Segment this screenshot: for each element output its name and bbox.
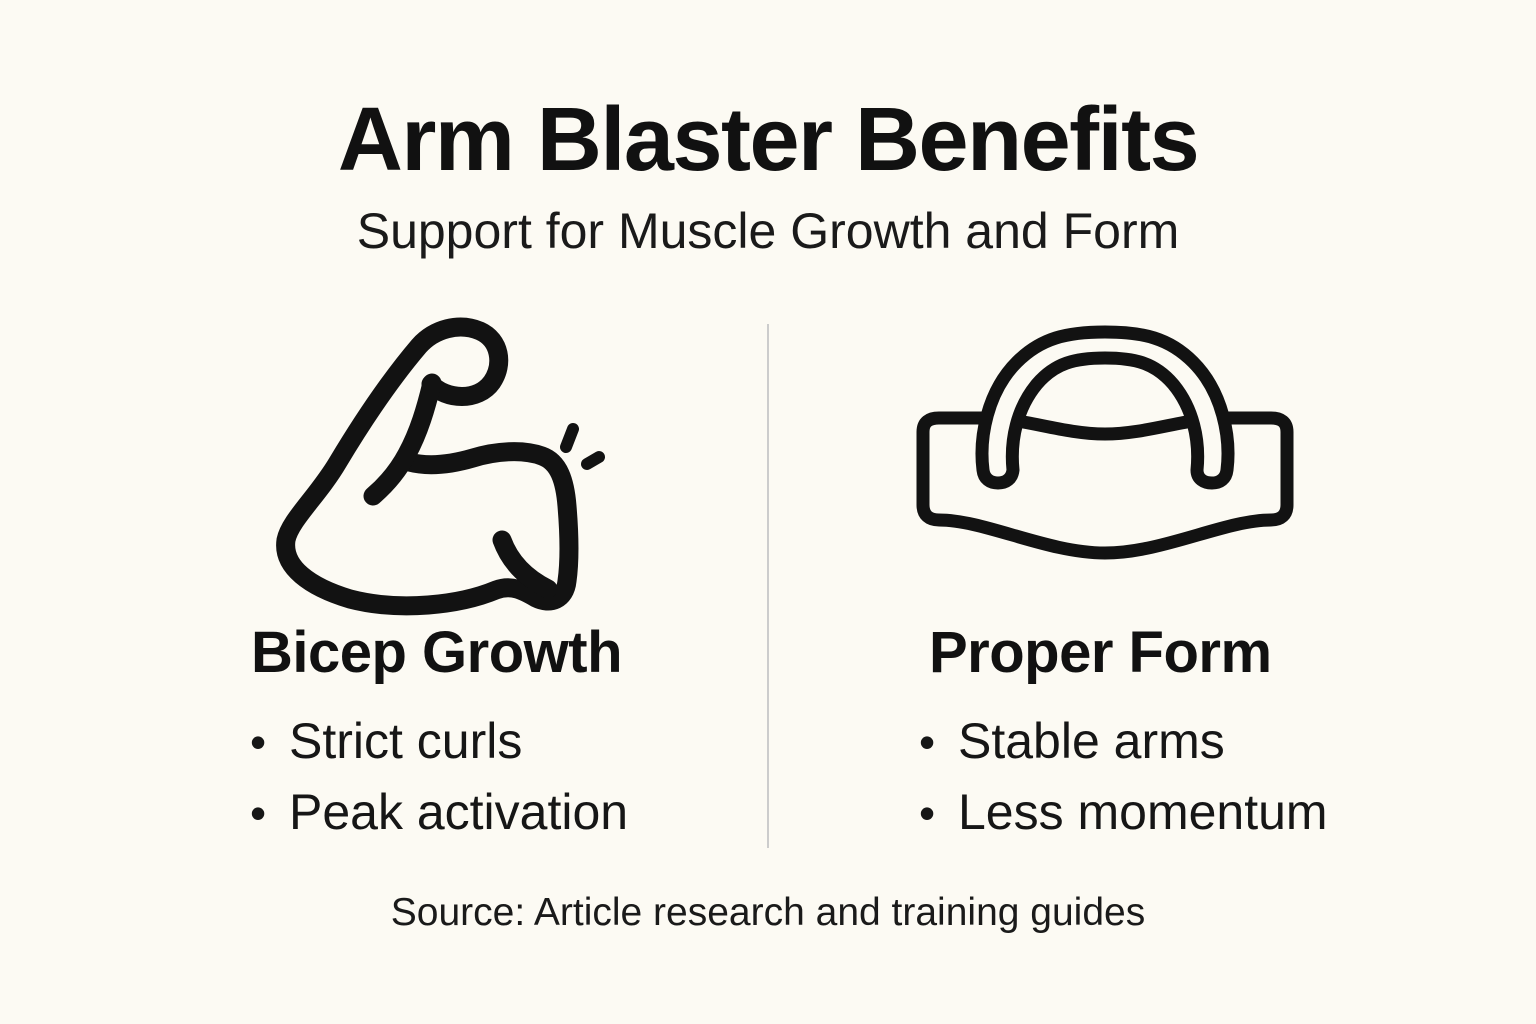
bullet-text: Less momentum <box>958 784 1328 840</box>
bullet-text: Peak activation <box>289 784 629 840</box>
bullet-text: Strict curls <box>289 713 523 769</box>
flexed-bicep-icon <box>250 310 650 635</box>
bullet-dot: • <box>919 716 936 768</box>
list-item: • Peak activation <box>250 777 628 848</box>
bullet-dot: • <box>919 787 936 839</box>
page-subtitle: Support for Muscle Growth and Form <box>356 203 1180 259</box>
page-title: Arm Blaster Benefits <box>337 90 1200 190</box>
arm-blaster-icon <box>895 320 1315 605</box>
left-bullet-list: • Strict curls • Peak activation <box>250 706 628 848</box>
list-item: • Strict curls <box>250 706 628 777</box>
left-column-heading: Bicep Growth <box>251 620 623 685</box>
column-divider <box>767 324 769 848</box>
list-item: • Less momentum <box>919 777 1328 848</box>
bullet-text: Stable arms <box>958 713 1225 769</box>
right-bullet-list: • Stable arms • Less momentum <box>919 706 1328 848</box>
source-attribution: Source: Article research and training gu… <box>390 891 1146 934</box>
bullet-dot: • <box>250 787 267 839</box>
list-item: • Stable arms <box>919 706 1328 777</box>
bullet-dot: • <box>250 716 267 768</box>
right-column-heading: Proper Form <box>929 620 1272 685</box>
